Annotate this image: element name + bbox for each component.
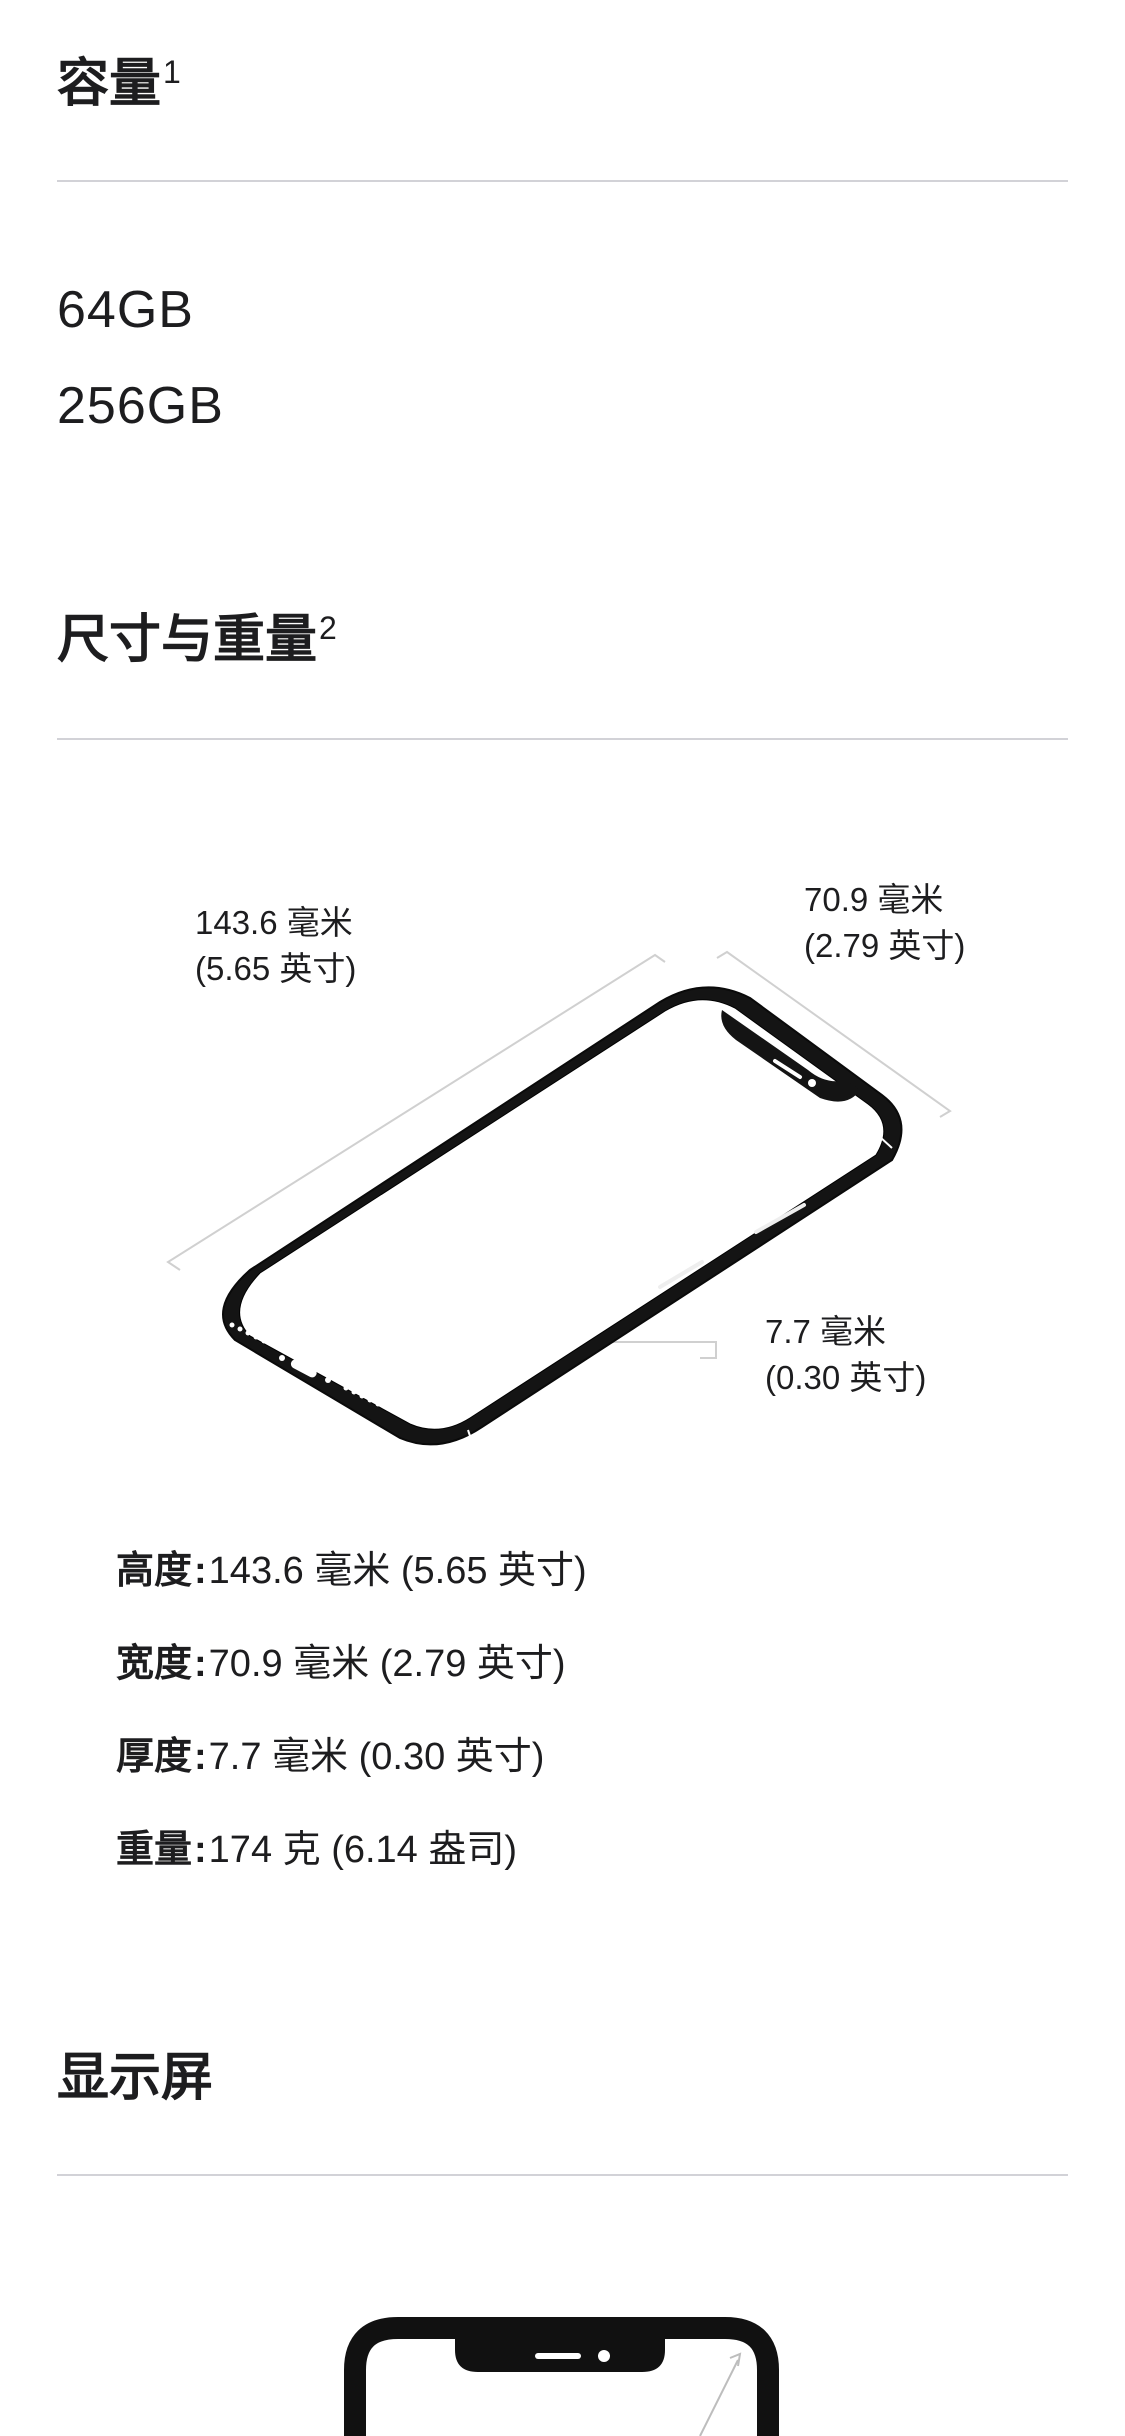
width-dimension-line <box>716 950 952 1118</box>
dimension-lines <box>166 950 952 1359</box>
diagram-depth-in: (0.30 英寸) <box>765 1359 927 1396</box>
phone-body <box>222 986 903 1446</box>
front-notch <box>455 2328 665 2372</box>
display-divider <box>57 2174 1068 2176</box>
spec-height-value: 143.6 毫米 (5.65 英寸) <box>208 1550 587 1592</box>
dimensions-heading: 尺寸与重量2 <box>57 611 337 669</box>
capacity-divider <box>57 180 1068 182</box>
diagram-height-label: 143.6 毫米 (5.65 英寸) <box>195 900 356 992</box>
spec-depth: 厚度:7.7 毫米 (0.30 英寸) <box>116 1738 544 1776</box>
spec-height: 高度:143.6 毫米 (5.65 英寸) <box>116 1552 587 1590</box>
display-heading: 显示屏 <box>57 2052 213 2104</box>
spec-weight-value: 174 克 (6.14 盎司) <box>208 1829 518 1871</box>
spec-depth-value: 7.7 毫米 (0.30 英寸) <box>208 1736 545 1778</box>
spec-depth-separator: : <box>194 1736 207 1778</box>
diagram-depth-label: 7.7 毫米 (0.30 英寸) <box>765 1309 926 1401</box>
dimensions-title: 尺寸与重量 <box>57 611 318 669</box>
diagram-height-in: (5.65 英寸) <box>195 950 357 987</box>
spec-width-value: 70.9 毫米 (2.79 英寸) <box>208 1643 566 1685</box>
spec-height-key: 高度 <box>116 1550 193 1592</box>
spec-weight: 重量:174 克 (6.14 盎司) <box>116 1831 517 1869</box>
diagram-width-mm: 70.9 毫米 <box>804 881 944 918</box>
diagram-depth-mm: 7.7 毫米 <box>765 1313 887 1350</box>
display-title: 显示屏 <box>57 2049 214 2107</box>
capacity-option-256gb: 256GB <box>57 377 224 435</box>
dimensions-divider <box>57 738 1068 740</box>
diagram-width-label: 70.9 毫米 (2.79 英寸) <box>804 877 965 969</box>
capacity-heading: 容量1 <box>57 55 181 113</box>
spec-weight-key: 重量 <box>116 1829 193 1871</box>
spec-width: 宽度:70.9 毫米 (2.79 英寸) <box>116 1645 566 1683</box>
diagram-width-in: (2.79 英寸) <box>804 927 966 964</box>
dimensions-footnote: 2 <box>319 610 337 646</box>
spec-height-separator: : <box>194 1550 207 1592</box>
spec-depth-key: 厚度 <box>116 1736 193 1778</box>
capacity-title: 容量 <box>57 55 162 113</box>
screen-diagonal-line <box>699 2359 739 2436</box>
spec-width-key: 宽度 <box>116 1643 193 1685</box>
capacity-option-64gb: 64GB <box>57 281 194 339</box>
capacity-footnote: 1 <box>163 54 181 90</box>
spec-weight-separator: : <box>194 1829 207 1871</box>
height-dimension-line <box>166 953 666 1271</box>
spec-width-separator: : <box>194 1643 207 1685</box>
diagram-height-mm: 143.6 毫米 <box>195 904 353 941</box>
depth-dimension-line <box>575 1341 717 1359</box>
